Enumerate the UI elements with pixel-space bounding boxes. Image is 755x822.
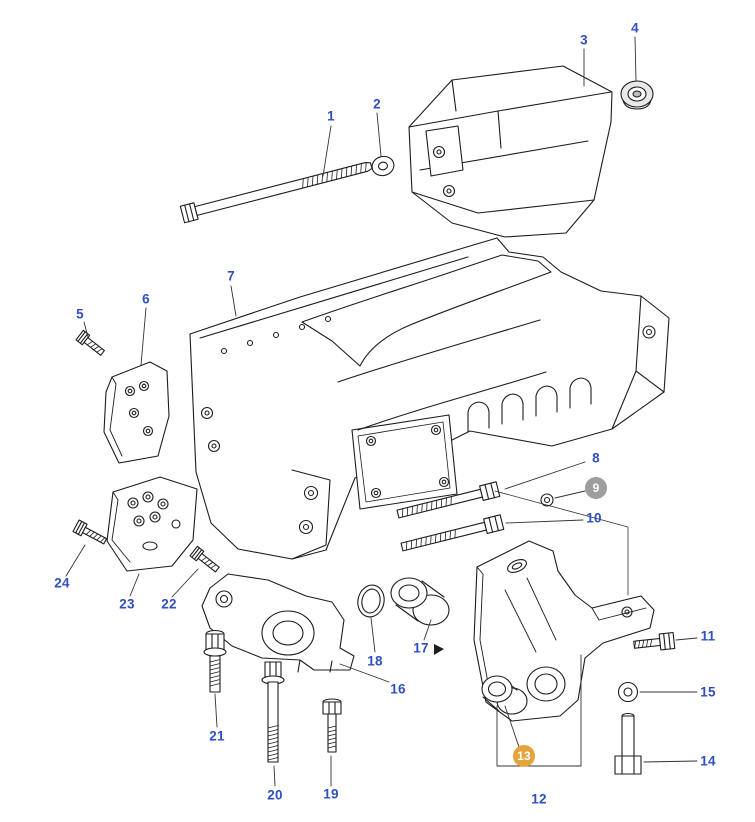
callout-5[interactable]: 5 xyxy=(76,306,84,322)
callout-20[interactable]: 20 xyxy=(267,787,283,803)
part-main-casting-7 xyxy=(189,237,670,560)
part-support-bracket-12 xyxy=(473,540,655,722)
part-hex-bolt-11 xyxy=(633,632,676,651)
leader-lines xyxy=(65,36,698,787)
callout-13[interactable]: 13 xyxy=(513,745,535,767)
callout-11[interactable]: 11 xyxy=(700,628,716,644)
part-washer-15 xyxy=(617,681,639,703)
callout-2[interactable]: 2 xyxy=(373,96,381,112)
part-bushing-13 xyxy=(481,675,528,715)
callout-14[interactable]: 14 xyxy=(700,753,716,769)
callout-23[interactable]: 23 xyxy=(119,596,135,612)
callout-9[interactable]: 9 xyxy=(585,477,607,499)
part-hex-bolt-20 xyxy=(261,661,285,763)
callout-12[interactable]: 12 xyxy=(531,791,547,807)
callout-1[interactable]: 1 xyxy=(327,108,335,124)
callout-19[interactable]: 19 xyxy=(323,786,339,802)
callout-4[interactable]: 4 xyxy=(631,20,639,36)
callout-15[interactable]: 15 xyxy=(700,684,716,700)
part-hex-bolt-5 xyxy=(75,329,105,356)
callout-18[interactable]: 18 xyxy=(367,653,383,669)
callout-8[interactable]: 8 xyxy=(592,450,600,466)
part-drilled-plate-23 xyxy=(106,476,198,572)
callout-16[interactable]: 16 xyxy=(390,681,406,697)
part-pivot-arm-16 xyxy=(201,573,355,673)
part-cap-bushing-4 xyxy=(620,80,654,110)
part-hex-bolt-24 xyxy=(72,519,108,545)
part-hex-bolt-22 xyxy=(189,545,220,573)
part-hex-bolt-21 xyxy=(203,629,227,693)
callout-6[interactable]: 6 xyxy=(142,291,150,307)
callout-10[interactable]: 10 xyxy=(586,510,602,526)
callout-24[interactable]: 24 xyxy=(54,575,70,591)
part-hex-bolt-10 xyxy=(400,514,505,552)
part-bushing-17 xyxy=(390,577,450,626)
part-spacer-plate-6 xyxy=(103,361,170,464)
callout-3[interactable]: 3 xyxy=(580,32,588,48)
callout-7[interactable]: 7 xyxy=(227,268,235,284)
part-washer-2 xyxy=(371,155,395,177)
arrow-icon xyxy=(434,644,444,655)
callout-17[interactable]: 17 xyxy=(413,640,429,656)
part-seal-ring-18 xyxy=(357,584,385,618)
part-top-cover-3 xyxy=(408,65,613,238)
callout-21[interactable]: 21 xyxy=(209,728,225,744)
part-hex-bolt-14 xyxy=(614,712,642,775)
part-hex-bolt-19 xyxy=(322,698,342,753)
part-hex-bolt-8 xyxy=(396,481,501,519)
part-plug-9 xyxy=(540,493,554,507)
callout-22[interactable]: 22 xyxy=(161,596,177,612)
